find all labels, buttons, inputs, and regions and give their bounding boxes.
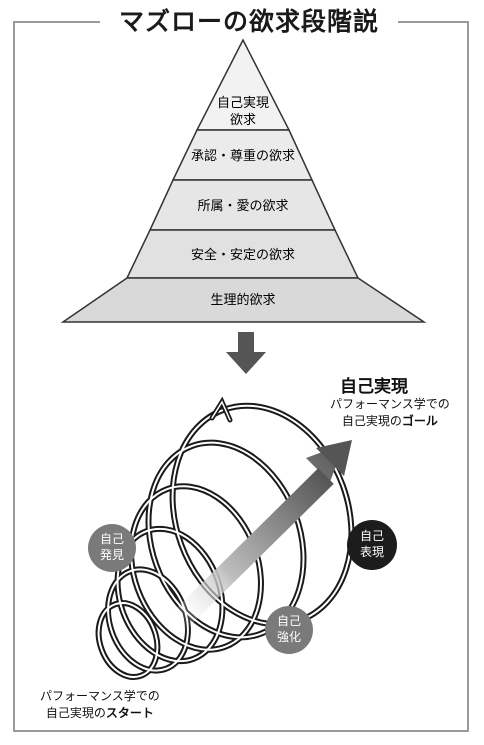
goal-caption-line2: 自己実現のゴール xyxy=(330,413,450,430)
goal-caption-line1: パフォーマンス学での xyxy=(330,397,450,411)
page-title: マズローの欲求段階説 xyxy=(118,7,379,36)
goal-caption-prefix: 自己実現の xyxy=(341,414,402,428)
goal-title: 自己実現 xyxy=(340,377,408,397)
badge-self-expression-line1: 自己 xyxy=(360,529,384,543)
pyramid-level-4-label: 安全・安定の欲求 xyxy=(191,247,295,263)
pyramid-level-5-label: 生理的欲求 xyxy=(210,292,275,308)
growth-arrow-shaft xyxy=(168,468,334,632)
start-caption-emphasis: スタート xyxy=(105,706,154,720)
frame-top-line-left xyxy=(13,21,100,23)
start-caption-line1: パフォーマンス学での xyxy=(40,689,160,703)
start-caption: パフォーマンス学での 自己実現のスタート xyxy=(40,688,160,722)
growth-arrow-head xyxy=(316,440,352,476)
badge-self-strengthening-line1: 自己 xyxy=(277,614,301,628)
pyramid: 自己実現 欲求 承認・尊重の欲求 所属・愛の欲求 安全・安定の欲求 生理的欲求 xyxy=(60,38,427,323)
badge-self-discovery-line1: 自己 xyxy=(100,532,124,546)
badge-self-strengthening: 自己 強化 xyxy=(265,606,313,654)
badge-self-expression-line2: 表現 xyxy=(360,545,384,559)
growth-arrow xyxy=(170,444,344,620)
badge-self-discovery: 自己 発見 xyxy=(88,524,136,572)
pyramid-level-1-line2: 欲求 xyxy=(230,112,256,128)
frame-top-line-right xyxy=(398,21,469,23)
goal-caption-emphasis: ゴール xyxy=(401,414,438,428)
badge-self-discovery-line2: 発見 xyxy=(100,548,124,562)
badge-self-expression: 自己 表現 xyxy=(347,520,397,570)
badge-self-strengthening-line2: 強化 xyxy=(277,630,301,644)
start-caption-line2: 自己実現のスタート xyxy=(40,705,160,722)
outer-frame xyxy=(13,22,469,732)
down-arrow-icon xyxy=(226,332,266,374)
goal-caption: パフォーマンス学での 自己実現のゴール xyxy=(330,396,450,430)
pyramid-level-2-label: 承認・尊重の欲求 xyxy=(191,148,295,164)
pyramid-level-5 xyxy=(60,277,427,323)
pyramid-level-1-line1: 自己実現 xyxy=(217,95,269,111)
pyramid-level-3-label: 所属・愛の欲求 xyxy=(197,198,288,214)
start-caption-prefix: 自己実現の xyxy=(45,706,106,720)
